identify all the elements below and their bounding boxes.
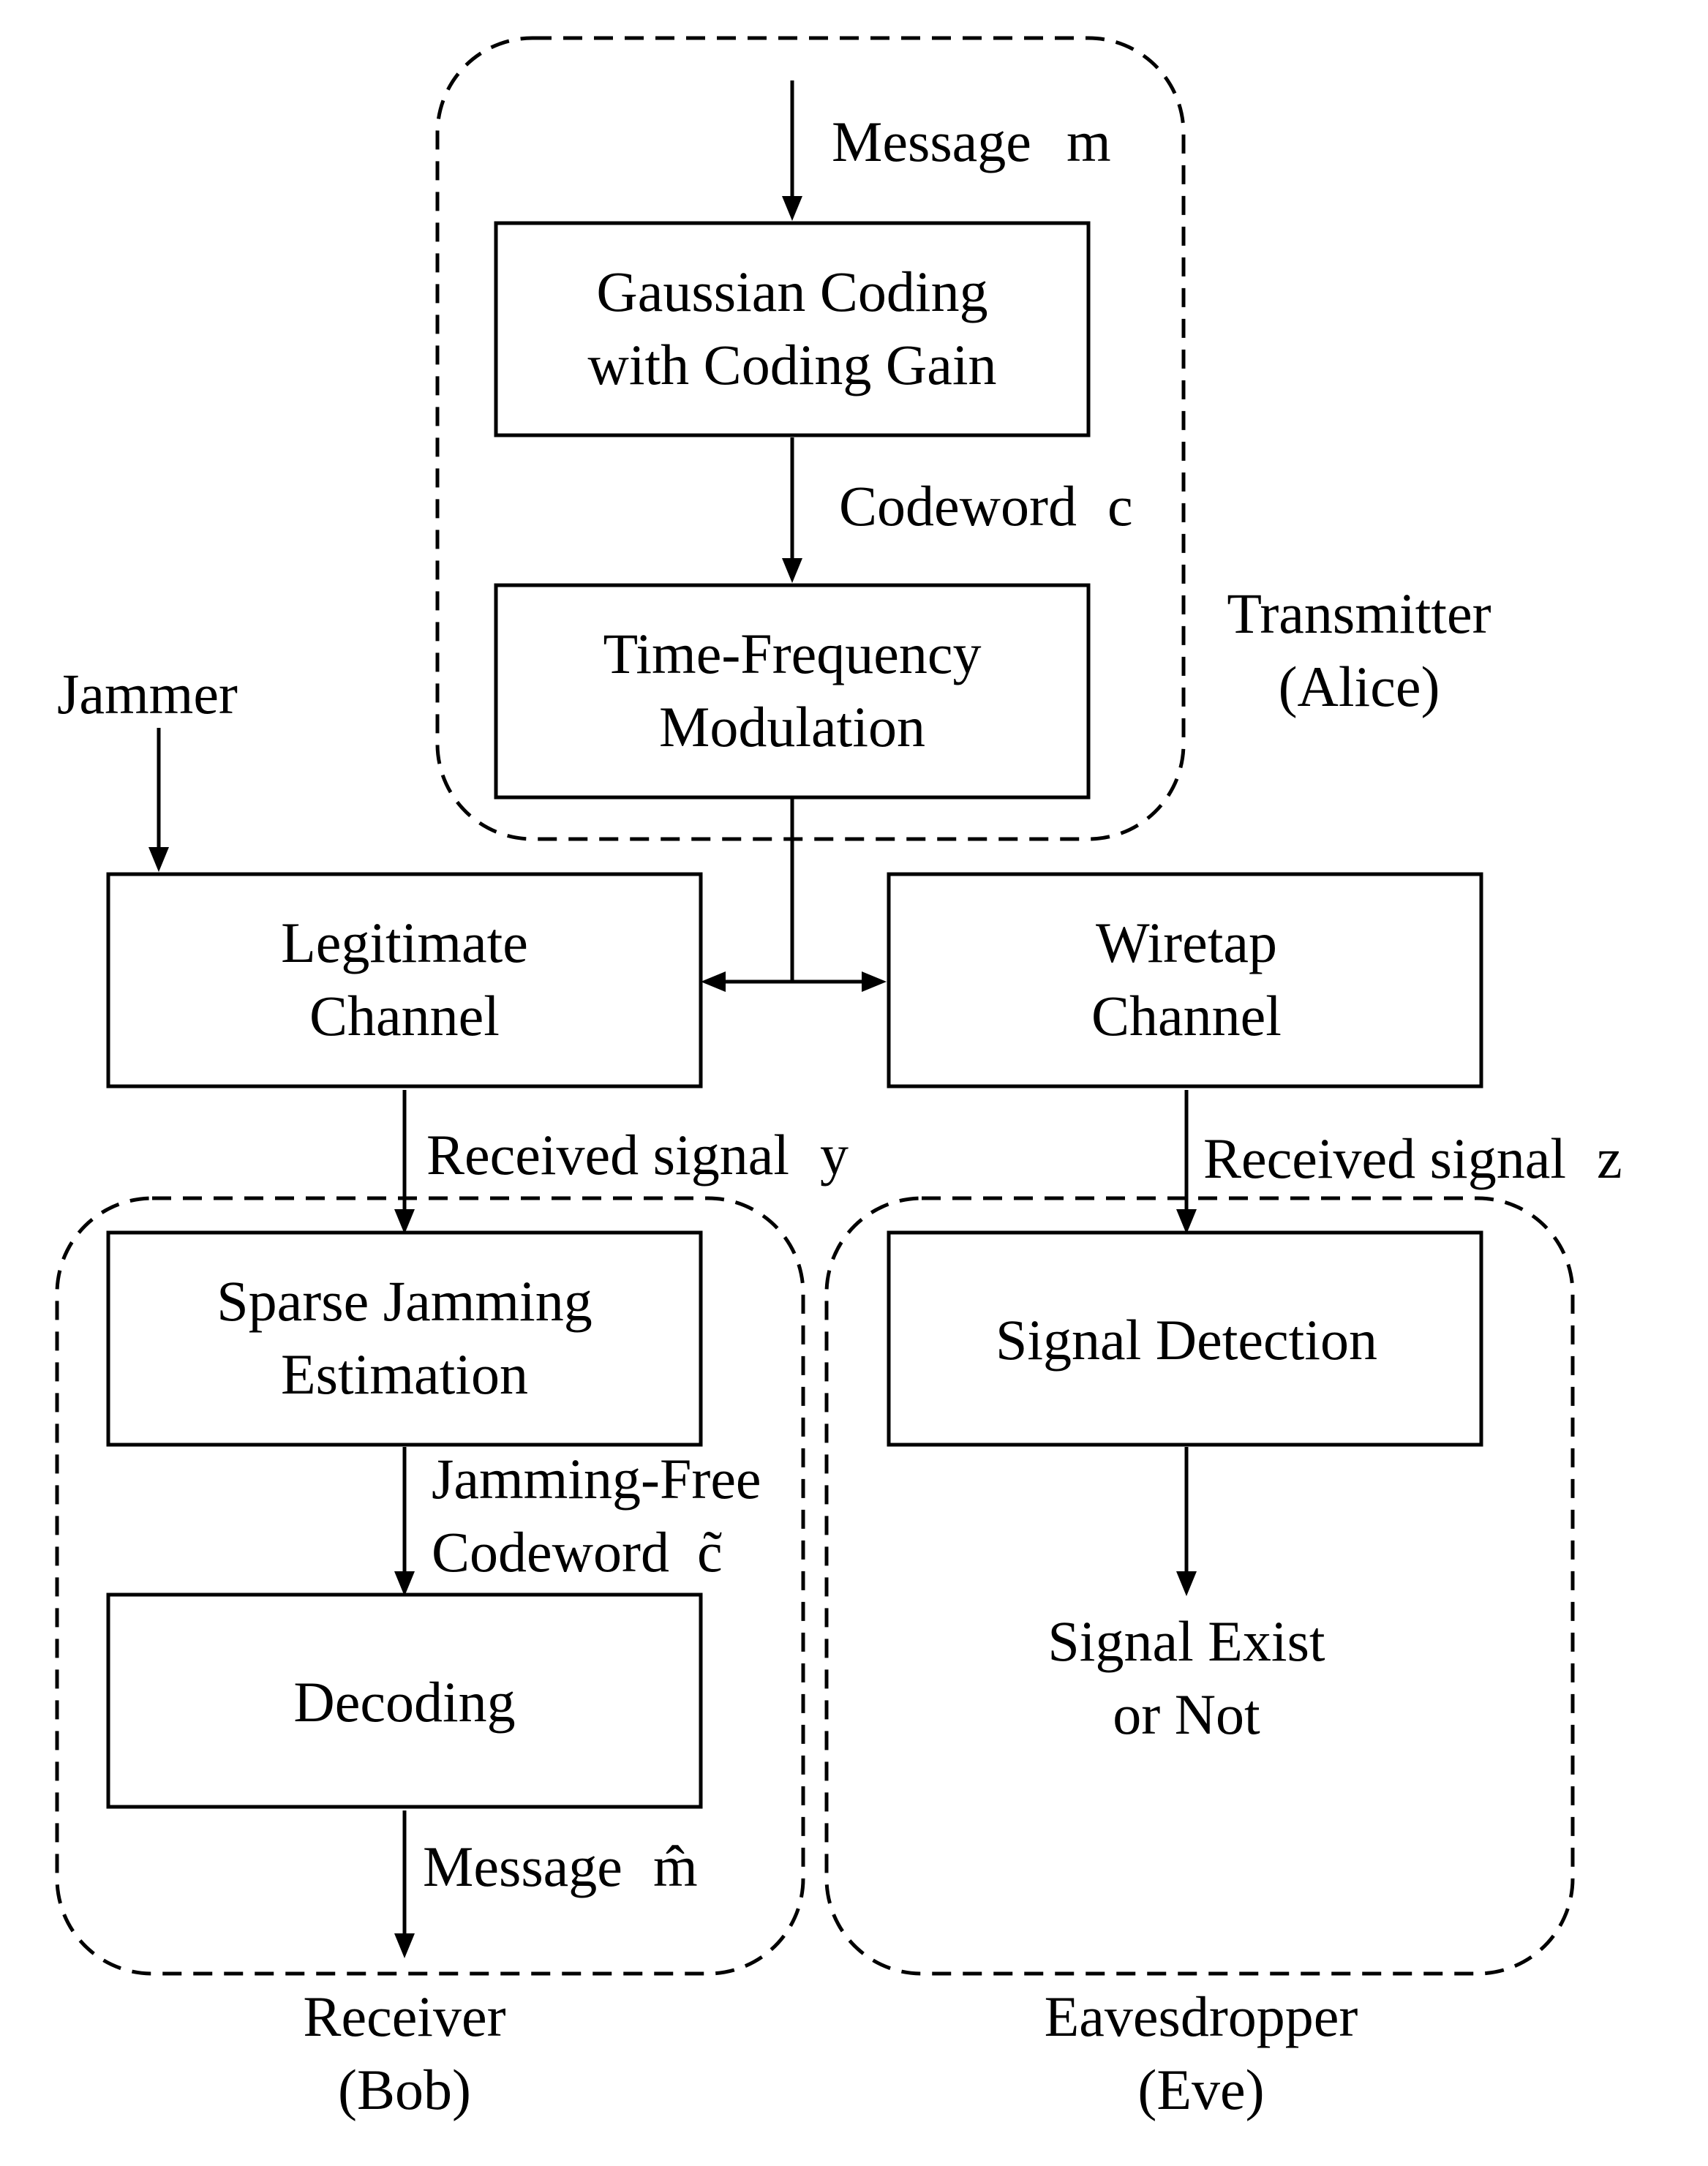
codeword-arrowhead: [782, 558, 802, 583]
gaussian-coding-block: Gaussian Coding with Coding Gain: [494, 221, 1091, 437]
message-in-arrowhead: [782, 196, 802, 221]
receiver-label-line2: (Bob): [338, 2058, 471, 2121]
received-z-arrowhead: [1176, 1209, 1197, 1234]
receiver-label-line1: Receiver: [303, 1985, 505, 2048]
decoding-block: Decoding: [106, 1592, 703, 1809]
sparse-jamming-line2: Estimation: [281, 1342, 528, 1406]
legitimate-channel-block: Legitimate Channel: [106, 872, 703, 1088]
transmitter-group-outline: [435, 36, 1186, 841]
wiretap-channel-arrowhead: [862, 971, 887, 992]
wiretap-channel-line1: Wiretap: [1096, 911, 1277, 974]
jammer-arrowhead: [148, 847, 169, 872]
gaussian-coding-line1: Gaussian Coding: [596, 260, 987, 323]
message-out-arrowhead: [394, 1933, 415, 1958]
eavesdropper-label-line1: Eavesdropper: [1045, 1985, 1358, 2048]
signal-exist-line2: or Not: [1113, 1682, 1260, 1746]
transmitter-label-line2: (Alice): [1279, 655, 1440, 718]
legitimate-channel-line1: Legitimate: [281, 911, 528, 974]
wiretap-channel-block: Wiretap Channel: [887, 872, 1483, 1088]
eavesdropper-group-outline: [824, 1196, 1575, 1976]
signal-exist-line1: Signal Exist: [1047, 1609, 1325, 1673]
signal-detection-block: Signal Detection: [887, 1230, 1483, 1447]
tf-modulation-line1: Time-Frequency: [603, 622, 981, 685]
signal-detection-label: Signal Detection: [996, 1308, 1377, 1372]
tf-modulation-line2: Modulation: [659, 695, 925, 759]
legitimate-channel-arrowhead: [701, 971, 726, 992]
detection-output-arrowhead: [1176, 1571, 1197, 1596]
sparse-jamming-block: Sparse Jamming Estimation: [106, 1230, 703, 1447]
sparse-jamming-line1: Sparse Jamming: [217, 1269, 592, 1333]
jamming-free-line1: Jamming-Free: [432, 1447, 761, 1511]
transmitter-label-line1: Transmitter: [1227, 582, 1491, 645]
eavesdropper-label-line2: (Eve): [1137, 2058, 1264, 2121]
receiver-group-outline: [55, 1196, 805, 1976]
jammer-label: Jammer: [57, 662, 238, 726]
jamming-free-arrowhead: [394, 1571, 415, 1596]
received-y-arrowhead: [394, 1209, 415, 1234]
decoding-label: Decoding: [293, 1670, 515, 1734]
tf-modulation-block: Time-Frequency Modulation: [494, 583, 1091, 800]
legitimate-channel-line2: Channel: [309, 984, 500, 1048]
gaussian-coding-line2: with Coding Gain: [588, 333, 997, 396]
wiretap-channel-line2: Channel: [1091, 984, 1282, 1048]
